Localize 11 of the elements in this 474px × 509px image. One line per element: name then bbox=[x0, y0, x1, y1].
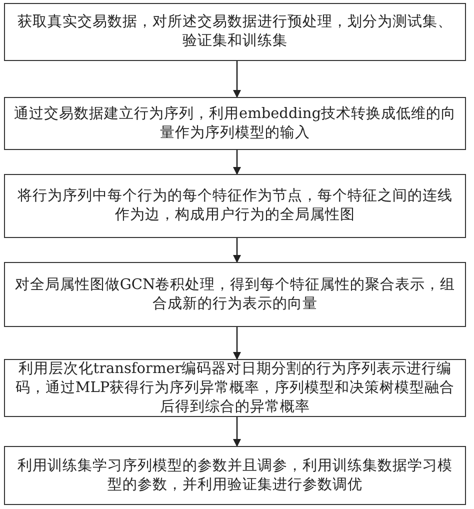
process-box: 对全局属性图做GCN卷积处理，得到每个特征属性的聚合表示，组合成新的行为表示的向量 bbox=[4, 262, 466, 327]
process-box: 利用层次化transformer编码器对日期分割的行为序列表示进行编码，通过MLP获得行为序列异常概率，序列模型和决策树模型融合后得到综合的异常概率 bbox=[4, 359, 466, 417]
process-box: 获取真实交易数据，对所述交易数据进行预处理，划分为测试集、验证集和训练集 bbox=[4, 3, 466, 61]
arrow bbox=[233, 238, 241, 263]
process-box: 利用训练集学习序列模型的参数并且调参，利用训练集数据学习模型的参数，并利用验证集进行参数调优 bbox=[4, 446, 466, 505]
process-box: 通过交易数据建立行为序列，利用embedding技术转换成低维的向量作为序列模型的输入 bbox=[4, 97, 466, 150]
arrow bbox=[233, 150, 241, 175]
arrow bbox=[233, 417, 241, 447]
arrow bbox=[233, 327, 241, 360]
process-box: 将行为序列中每个行为的每个特征作为节点，每个特征之间的连线作为边，构成用户行为的全局属性图 bbox=[4, 174, 466, 238]
arrow bbox=[233, 61, 241, 98]
